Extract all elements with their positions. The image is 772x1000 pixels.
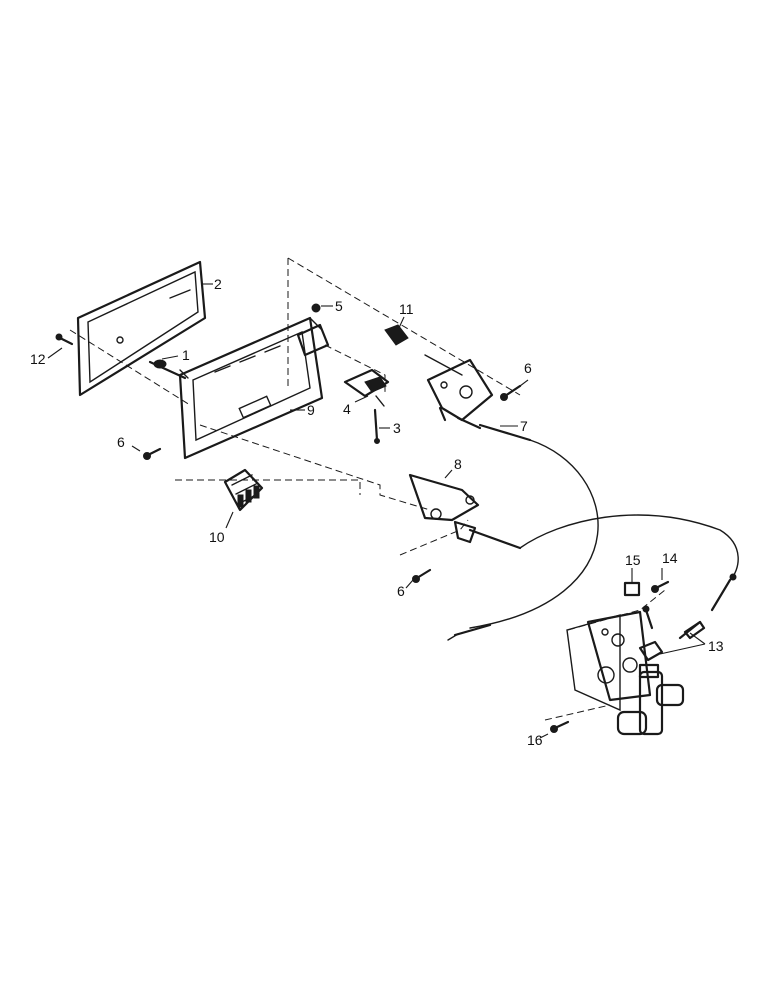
callout-5: 5 [335,298,343,314]
callout-10: 10 [209,529,225,545]
screw-6-lower [412,568,432,583]
callout-6-right: 6 [524,360,532,376]
screw-6-left [143,447,162,460]
nut-5 [311,303,321,313]
callout-4: 4 [343,401,351,417]
clip-15 [623,581,654,630]
callout-15: 15 [625,552,641,568]
screw-3 [373,408,380,444]
callout-14: 14 [662,550,678,566]
lower-lever [408,473,522,550]
control-knob [384,324,409,346]
screw-14 [651,580,670,593]
face-plate [76,260,207,397]
rocker-switch [223,468,264,512]
valve-mount-plate [566,610,652,712]
callout-12: 12 [30,351,46,367]
callout-9: 9 [307,402,315,418]
screw-16 [550,720,570,733]
micro-switch [343,368,390,407]
callout-2: 2 [214,276,222,292]
heater-valve [616,663,685,736]
callout-16: 16 [527,732,543,748]
upper-lever-bracket [424,354,494,430]
screw-12 [55,333,74,346]
assembly-centerlines [69,257,666,721]
callout-6-left: 6 [117,434,125,450]
hardware-13 [638,620,706,662]
bezel-frame [178,316,330,460]
screw-6-right [500,384,522,401]
callout-1: 1 [182,347,190,363]
callout-8: 8 [454,456,462,472]
leader-lines [47,283,706,739]
cable-7 [447,423,599,641]
callout-7: 7 [520,418,528,434]
bulb-socket [148,359,189,380]
callout-13: 13 [708,638,724,654]
callout-11: 11 [399,301,414,317]
cable-to-valve [519,514,739,612]
callout-labels: 2 1 12 5 11 6 4 3 9 6 7 8 10 6 15 14 13 … [30,276,724,748]
callout-6-lower: 6 [397,583,405,599]
callout-3: 3 [393,420,401,436]
